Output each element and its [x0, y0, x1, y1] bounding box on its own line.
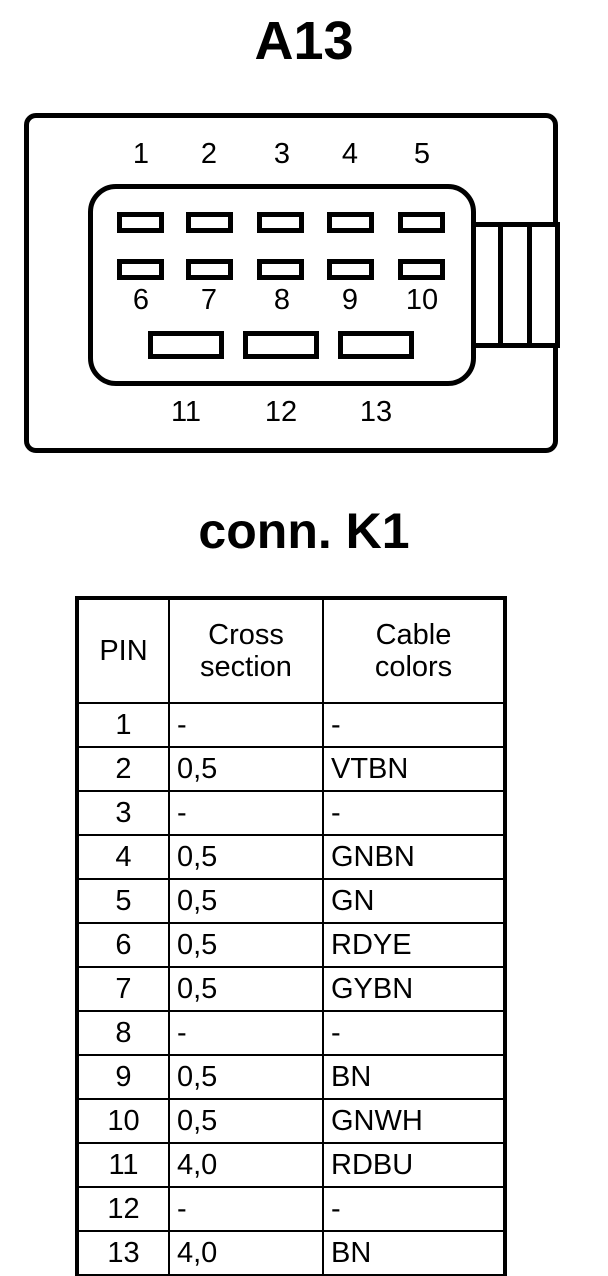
pin-slot-9	[327, 259, 374, 280]
pin-slot-10	[398, 259, 445, 280]
pin-number-label-12: 12	[264, 396, 298, 428]
cell-cross-section: -	[168, 1010, 324, 1056]
pin-number-label-5: 5	[413, 138, 431, 170]
column-header-cross-line2: section	[200, 651, 292, 683]
pin-number-label-4: 4	[341, 138, 359, 170]
column-header-pin: PIN	[77, 598, 170, 704]
column-header-cross-line1: Cross	[208, 618, 284, 651]
pin-slot-2	[186, 212, 233, 233]
cell-pin: 5	[77, 878, 170, 924]
cell-cable-colors: -	[322, 790, 505, 836]
cell-cable-colors: GNWH	[322, 1098, 505, 1144]
cell-cross-section: -	[168, 1186, 324, 1232]
cell-pin: 11	[77, 1142, 170, 1188]
cell-cross-section: 4,0	[168, 1230, 324, 1276]
pin-slot-5	[398, 212, 445, 233]
table-row: 12 - -	[77, 1186, 505, 1232]
pin-assignment-table: PIN Cross section Cable colors 1 - - 2 0…	[75, 596, 507, 1276]
table-row: 8 - -	[77, 1010, 505, 1056]
latch-tab-cell-2	[503, 227, 532, 343]
cell-cable-colors: -	[322, 702, 505, 748]
table-row: 3 - -	[77, 790, 505, 836]
cell-pin: 1	[77, 702, 170, 748]
pin-slot-4	[327, 212, 374, 233]
pin-number-label-6: 6	[132, 284, 150, 316]
cell-cross-section: 0,5	[168, 966, 324, 1012]
cell-cross-section: 0,5	[168, 922, 324, 968]
cell-cable-colors: RDBU	[322, 1142, 505, 1188]
cell-pin: 2	[77, 746, 170, 792]
cell-pin: 7	[77, 966, 170, 1012]
cell-cable-colors: GYBN	[322, 966, 505, 1012]
pin-number-label-9: 9	[341, 284, 359, 316]
pin-number-label-3: 3	[273, 138, 291, 170]
cell-cable-colors: BN	[322, 1230, 505, 1276]
table-row: 1 - -	[77, 702, 505, 748]
cell-pin: 10	[77, 1098, 170, 1144]
connector-subtitle: conn. K1	[198, 503, 410, 559]
cell-cross-section: -	[168, 790, 324, 836]
table-row: 4 0,5 GNBN	[77, 834, 505, 880]
table-header: PIN Cross section Cable colors	[77, 598, 505, 704]
latch-tab-cell-3	[532, 227, 555, 343]
connector-side-latch-tab	[470, 222, 560, 348]
column-header-cable-colors: Cable colors	[322, 598, 505, 704]
table-row: 11 4,0 RDBU	[77, 1142, 505, 1188]
latch-tab-cell-1	[475, 227, 504, 343]
table-row: 13 4,0 BN	[77, 1230, 505, 1276]
pin-number-label-11: 11	[170, 396, 202, 428]
pin-number-label-1: 1	[132, 138, 150, 170]
table-row: 5 0,5 GN	[77, 878, 505, 924]
cell-cable-colors: GNBN	[322, 834, 505, 880]
pin-number-label-13: 13	[359, 396, 393, 428]
table-row: 6 0,5 RDYE	[77, 922, 505, 968]
cell-pin: 13	[77, 1230, 170, 1276]
cell-cross-section: 0,5	[168, 746, 324, 792]
cell-cross-section: 0,5	[168, 1054, 324, 1100]
cell-cross-section: 0,5	[168, 834, 324, 880]
cell-pin: 4	[77, 834, 170, 880]
cell-cable-colors: VTBN	[322, 746, 505, 792]
cell-pin: 6	[77, 922, 170, 968]
pin-slot-13	[338, 331, 414, 359]
pin-number-label-2: 2	[200, 138, 218, 170]
pin-slot-11	[148, 331, 224, 359]
cell-pin: 12	[77, 1186, 170, 1232]
table-body: 1 - - 2 0,5 VTBN 3 - - 4 0,5 GNBN 5 0,5 …	[77, 702, 505, 1276]
cell-cable-colors: -	[322, 1010, 505, 1056]
cell-cross-section: -	[168, 702, 324, 748]
column-header-colors-line2: colors	[374, 651, 453, 683]
pin-slot-12	[243, 331, 319, 359]
pin-slot-8	[257, 259, 304, 280]
table-row: 2 0,5 VTBN	[77, 746, 505, 792]
table-row: 9 0,5 BN	[77, 1054, 505, 1100]
cell-cable-colors: RDYE	[322, 922, 505, 968]
cell-pin: 8	[77, 1010, 170, 1056]
column-header-cross-section: Cross section	[168, 598, 324, 704]
cell-pin: 9	[77, 1054, 170, 1100]
column-header-pin-label: PIN	[99, 634, 148, 667]
pin-slot-3	[257, 212, 304, 233]
table-row: 7 0,5 GYBN	[77, 966, 505, 1012]
column-header-colors-line1: Cable	[375, 618, 452, 651]
pin-slot-7	[186, 259, 233, 280]
cell-cross-section: 4,0	[168, 1142, 324, 1188]
page-title: A13	[254, 11, 354, 71]
cell-cable-colors: -	[322, 1186, 505, 1232]
cell-cable-colors: GN	[322, 878, 505, 924]
pin-slot-6	[117, 259, 164, 280]
table-row: 10 0,5 GNWH	[77, 1098, 505, 1144]
cell-cable-colors: BN	[322, 1054, 505, 1100]
cell-pin: 3	[77, 790, 170, 836]
cell-cross-section: 0,5	[168, 1098, 324, 1144]
cell-cross-section: 0,5	[168, 878, 324, 924]
table-header-row: PIN Cross section Cable colors	[77, 598, 505, 704]
pin-number-label-10: 10	[405, 284, 439, 316]
pin-slot-1	[117, 212, 164, 233]
pin-number-label-8: 8	[273, 284, 291, 316]
connector-diagram: 1 2 3 4 5 6 7 8 9 10 11 12 13	[0, 0, 608, 490]
pin-number-label-7: 7	[200, 284, 218, 316]
